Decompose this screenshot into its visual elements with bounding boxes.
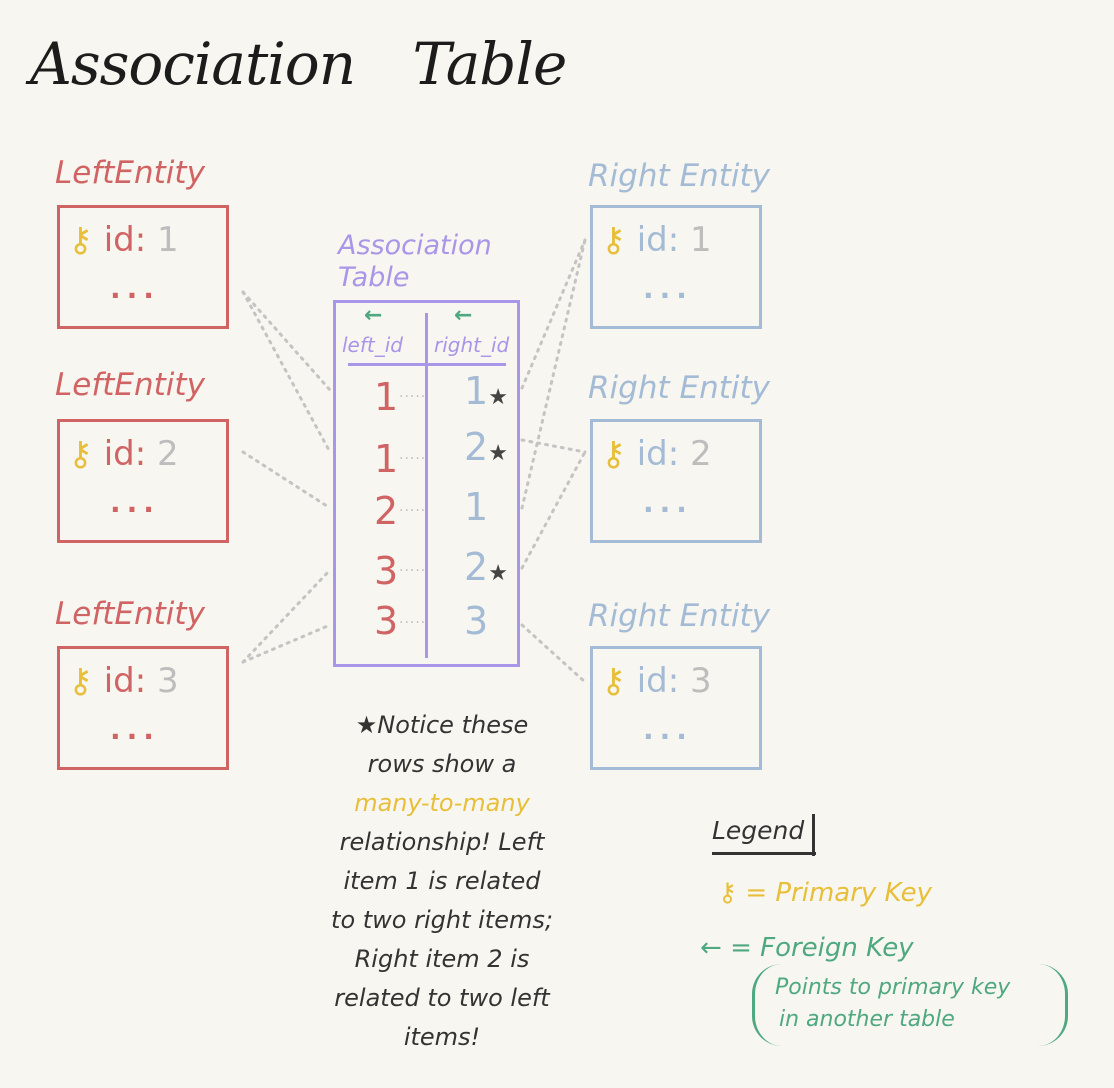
id-value: 1: [157, 220, 179, 260]
left-id-cell: 1: [374, 375, 399, 419]
key-icon: ⚷: [68, 434, 93, 474]
left-entity-box: ⚷ id: 2 ...: [57, 419, 229, 543]
legend-bar: [812, 814, 815, 856]
left-arrow-icon: ←: [700, 933, 722, 963]
star-icon: ★: [488, 441, 508, 466]
id-value: 3: [690, 661, 712, 701]
id-value: 3: [157, 661, 179, 701]
legend-title: Legend: [712, 816, 805, 845]
more-fields: ...: [643, 272, 693, 305]
association-table-title: Association Table: [338, 230, 492, 293]
notice-line: item 1 is related: [343, 867, 541, 895]
star-icon: ★: [488, 385, 508, 410]
notice-line: Notice these: [377, 711, 529, 739]
key-icon: ⚷: [601, 434, 626, 474]
key-icon: ⚷: [68, 220, 93, 260]
right-entity-box: ⚷ id: 2 ...: [590, 419, 762, 543]
many-to-many-highlight: many-to-many: [354, 789, 530, 817]
right-entity-box: ⚷ id: 1 ...: [590, 205, 762, 329]
notice-line: Right item 2 is: [354, 945, 530, 973]
id-label: id:: [103, 661, 147, 701]
key-icon: ⚷: [601, 661, 626, 701]
left-entity-box: ⚷ id: 1 ...: [57, 205, 229, 329]
legend-primary-key: ⚷ = Primary Key: [718, 878, 933, 908]
legend-foreign-key-note: Points to primary key in another table: [775, 975, 1011, 1032]
left-entity-label: LeftEntity: [55, 367, 205, 403]
row-connector: ·····: [399, 389, 427, 405]
notice-line: items!: [403, 1023, 481, 1051]
more-fields: ...: [110, 713, 160, 746]
column-divider: [425, 313, 428, 658]
row-connector: ·····: [399, 563, 427, 579]
more-fields: ...: [643, 486, 693, 519]
id-label: id:: [636, 661, 680, 701]
key-icon: ⚷: [718, 878, 738, 908]
id-value: 1: [690, 220, 712, 260]
right-id-cell: 2★: [464, 545, 508, 589]
left-id-cell: 2: [374, 489, 399, 533]
row-connector: ·····: [399, 451, 427, 467]
more-fields: ...: [643, 713, 693, 746]
right-id-cell: 1★: [464, 369, 508, 413]
left-entity-box: ⚷ id: 3 ...: [57, 646, 229, 770]
legend-underline: [712, 852, 816, 855]
id-label: id:: [636, 434, 680, 474]
more-fields: ...: [110, 272, 160, 305]
column-header-right-id: right_id: [434, 333, 510, 357]
right-id-cell: 1: [464, 485, 489, 529]
key-icon: ⚷: [68, 661, 93, 701]
legend-foreign-key: ← = Foreign Key: [700, 933, 914, 963]
left-entity-label: LeftEntity: [55, 596, 205, 632]
left-id-cell: 3: [374, 599, 399, 643]
right-entity-label: Right Entity: [588, 598, 770, 634]
star-icon: ★: [355, 711, 378, 739]
id-label: id:: [636, 220, 680, 260]
right-entity-box: ⚷ id: 3 ...: [590, 646, 762, 770]
column-header-left-id: left_id: [342, 333, 403, 357]
right-id-cell: 2★: [464, 425, 508, 469]
page-title: Association Table: [30, 30, 567, 98]
id-value: 2: [690, 434, 712, 474]
notice-line: related to two left: [334, 984, 550, 1012]
association-table: ← ← left_id right_id 1 ····· 1★ 1 ····· …: [333, 300, 520, 667]
right-id-cell: 3: [464, 599, 489, 643]
key-icon: ⚷: [601, 220, 626, 260]
notice-line: rows show a: [367, 750, 517, 778]
row-connector: ·····: [399, 503, 427, 519]
right-entity-label: Right Entity: [588, 370, 770, 406]
id-label: id:: [103, 220, 147, 260]
left-arrow-icon: ←: [454, 303, 473, 328]
id-value: 2: [157, 434, 179, 474]
left-entity-label: LeftEntity: [55, 155, 205, 191]
left-id-cell: 1: [374, 437, 399, 481]
legend-note-parentheses: [752, 964, 1068, 1046]
notice-note: ★Notice these rows show a many-to-many r…: [292, 706, 592, 1057]
notice-line: to two right items;: [331, 906, 553, 934]
row-connector: ·····: [399, 615, 427, 631]
notice-line: relationship! Left: [339, 828, 545, 856]
left-arrow-icon: ←: [364, 303, 383, 328]
right-entity-label: Right Entity: [588, 158, 770, 194]
left-id-cell: 3: [374, 549, 399, 593]
star-icon: ★: [488, 561, 508, 586]
id-label: id:: [103, 434, 147, 474]
more-fields: ...: [110, 486, 160, 519]
